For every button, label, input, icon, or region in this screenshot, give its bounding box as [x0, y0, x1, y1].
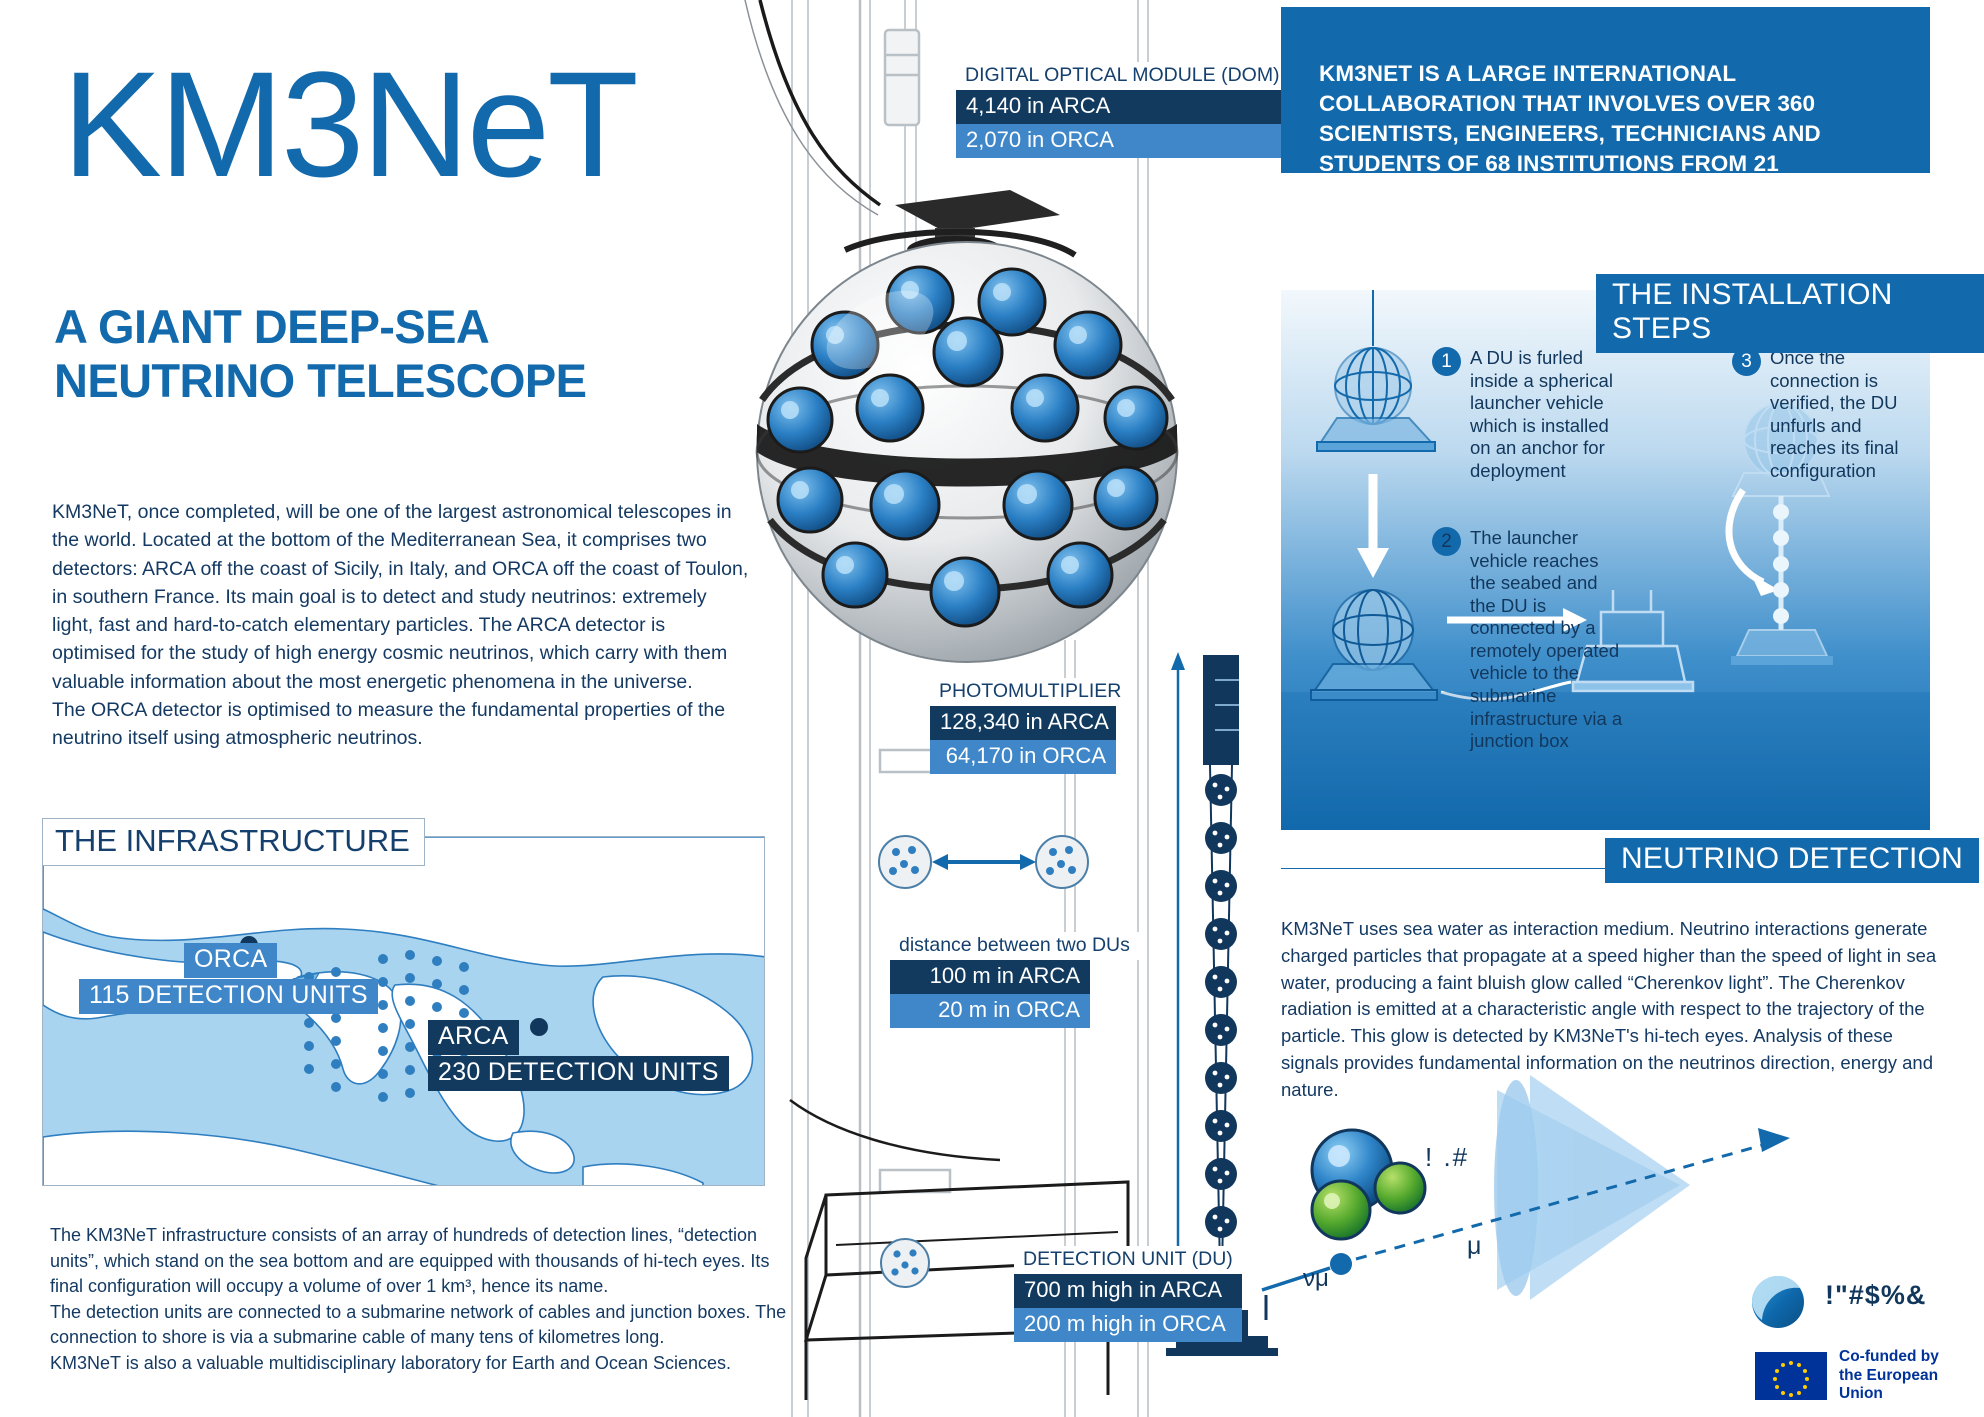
page-subtitle: A GIANT DEEP-SEA NEUTRINO TELESCOPE	[54, 300, 587, 407]
callout-detection-unit: DETECTION UNIT (DU) 700 m high in ARCA 2…	[1014, 1246, 1242, 1342]
launcher-sphere-1	[1316, 347, 1436, 452]
installation-steps-panel	[1281, 290, 1930, 830]
collab-tail: COUNTRIES.	[1319, 180, 1459, 206]
installation-step-1: 1 A DU is furled inside a spherical laun…	[1432, 347, 1628, 482]
two-dom-distance	[878, 835, 1089, 889]
du-beads	[1773, 504, 1789, 624]
infrastructure-header: THE INFRASTRUCTURE	[42, 818, 425, 866]
callout-photomultiplier: PHOTOMULTIPLIER 128,340 in ARCA 64,170 i…	[930, 678, 1131, 774]
callout-pmt-arca: 128,340 in ARCA	[930, 706, 1116, 740]
launcher-sphere-2	[1310, 589, 1438, 701]
collaboration-banner: KM3NET IS A LARGE INTERNATIONAL COLLABOR…	[1281, 7, 1930, 206]
eu-line-1: Co-funded by	[1839, 1348, 1939, 1365]
muon-label: μ	[1467, 1232, 1482, 1260]
eu-funding-badge: Co-funded by the European Union	[1755, 1348, 1984, 1404]
mediterranean-map: ORCA 115 DETECTION UNITS ARCA 230 DETECT…	[42, 836, 765, 1186]
collab-pre-1: KM3NET IS A LARGE INTERNATIONAL COLLABOR…	[1319, 61, 1778, 116]
cherenkov-diagram	[1261, 1075, 1790, 1300]
step-1-number: 1	[1432, 347, 1461, 376]
neutrino-detection-header: NEUTRINO DETECTION	[1605, 838, 1979, 883]
collab-institutions-count: 68	[1485, 150, 1511, 176]
callout-du-arca: 700 m high in ARCA	[1014, 1274, 1242, 1308]
dom-beads	[1205, 774, 1237, 1286]
callout-du-orca: 200 m high in ORCA	[1014, 1308, 1242, 1342]
collab-mid-1: SCIENTISTS, ENGINEERS, TECHNICIANS AND S…	[1319, 120, 1821, 176]
callout-pmt-caption: PHOTOMULTIPLIER	[930, 678, 1131, 706]
cherenkov-angle-label: ! .#	[1425, 1142, 1470, 1172]
step-2-text: The launcher vehicle reaches the seabed …	[1470, 527, 1623, 752]
intro-paragraph-2: The ORCA detector is optimised to measur…	[52, 698, 726, 750]
callout-du-caption: DETECTION UNIT (DU)	[1014, 1246, 1242, 1274]
arca-units-label: 230 DETECTION UNITS	[428, 1056, 729, 1091]
installation-step-3: 3 Once the connection is verified, the D…	[1732, 347, 1928, 482]
step-3-text: Once the connection is verified, the DU …	[1770, 347, 1899, 481]
detection-divider	[1281, 868, 1611, 869]
collab-countries-count: 21	[1753, 150, 1779, 176]
orca-units-label: 115 DETECTION UNITS	[79, 979, 378, 1014]
pmt-cluster	[766, 265, 1169, 454]
callout-dom-arca: 4,140 in ARCA	[956, 90, 1289, 124]
callout-dom-orca: 2,070 in ORCA	[956, 124, 1289, 158]
subtitle-line-2: NEUTRINO TELESCOPE	[54, 353, 587, 407]
eu-flag-icon	[1755, 1351, 1827, 1400]
km3net-logo-mark	[1751, 1275, 1804, 1328]
page-title: KM3NeT	[62, 40, 639, 208]
brand-logo-row: !"#$%&	[1755, 1280, 1926, 1311]
orca-map-label: ORCA	[184, 943, 278, 978]
eu-funding-text: Co-funded by the European Union	[1839, 1348, 1984, 1404]
step-2-number: 2	[1432, 527, 1461, 556]
pmt-cluster-lower	[776, 465, 1159, 628]
installation-step-2: 2 The launcher vehicle reaches the seabe…	[1432, 527, 1628, 753]
callout-pmt-orca: 64,170 in ORCA	[930, 740, 1116, 774]
neutrino-detection-text: KM3NeT uses sea water as interaction med…	[1281, 918, 1937, 1100]
callout-dom: DIGITAL OPTICAL MODULE (DOM) 4,140 in AR…	[956, 62, 1289, 158]
suspension-cable	[758, 0, 882, 207]
subtitle-line-1: A GIANT DEEP-SEA	[54, 300, 490, 353]
digital-optical-module	[755, 190, 1179, 663]
collab-scientists-count: 360	[1777, 90, 1816, 116]
callout-dist-caption: distance between two DUs	[890, 932, 1139, 960]
installation-steps-header: THE INSTALLATION STEPS	[1596, 274, 1984, 353]
callout-dist-arca: 100 m in ARCA	[890, 960, 1090, 994]
brand-logo-text: !"#$%&	[1825, 1280, 1927, 1310]
detection-unit-line	[1166, 652, 1278, 1356]
collab-mid-2: INSTITUTIONS FROM	[1510, 150, 1754, 176]
arca-site-marker	[530, 1018, 548, 1036]
intro-text: KM3NeT, once completed, will be one of t…	[52, 498, 752, 752]
step-1-text: A DU is furled inside a spherical launch…	[1470, 347, 1613, 481]
callout-du-distance: distance between two DUs 100 m in ARCA 2…	[890, 932, 1139, 1028]
callout-dist-orca: 20 m in ORCA	[890, 994, 1090, 1028]
eu-line-2: the European Union	[1839, 1366, 1939, 1403]
arca-map-label: ARCA	[428, 1020, 519, 1055]
muon-neutrino-label: νμ	[1303, 1265, 1329, 1292]
rov-vehicle	[1571, 590, 1695, 693]
infrastructure-note: The KM3NeT infrastructure consists of an…	[50, 1225, 787, 1373]
callout-dom-caption: DIGITAL OPTICAL MODULE (DOM)	[956, 62, 1289, 90]
unfurled-du	[1731, 402, 1831, 497]
intro-paragraph-1: KM3NeT, once completed, will be one of t…	[52, 501, 749, 693]
